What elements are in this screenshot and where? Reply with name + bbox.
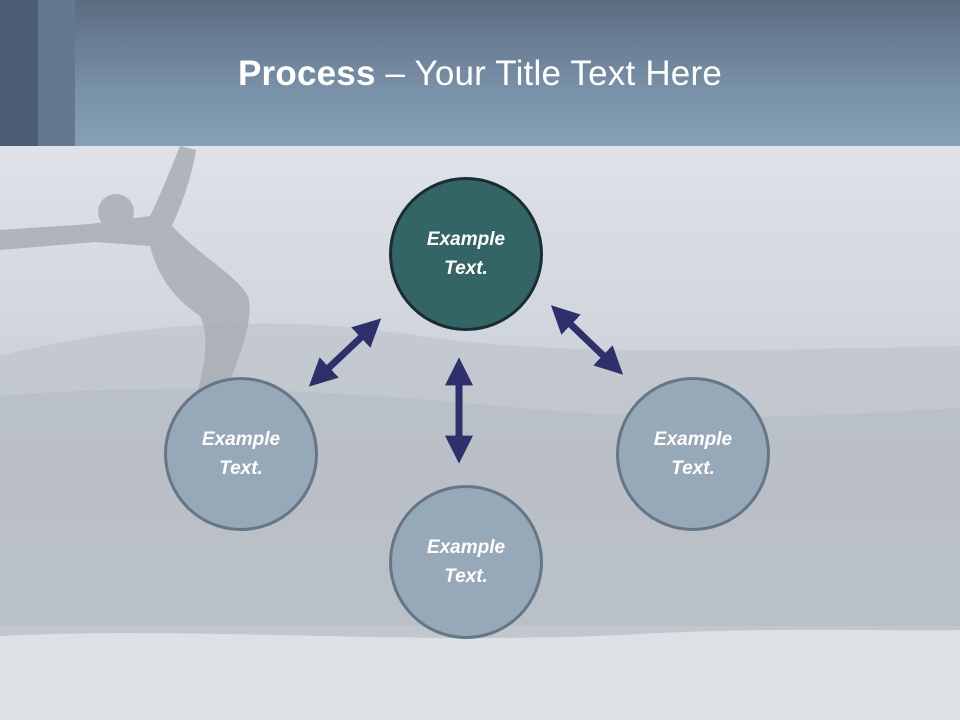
title-bold: Process bbox=[238, 54, 376, 93]
node-right-text: Example Text. bbox=[653, 429, 733, 479]
process-node-bottom[interactable]: Example Text. bbox=[389, 485, 543, 639]
node-bottom-text: Example Text. bbox=[426, 537, 506, 587]
header-accent-block bbox=[0, 0, 38, 146]
double-arrow-left-icon bbox=[308, 318, 382, 387]
title-rest: – Your Title Text Here bbox=[375, 54, 722, 93]
node-center-text: Example Text. bbox=[426, 229, 506, 279]
slide-title[interactable]: Process – Your Title Text Here bbox=[0, 52, 960, 96]
process-node-left[interactable]: Example Text. bbox=[164, 377, 318, 531]
node-left-text: Example Text. bbox=[201, 429, 281, 479]
header-accent-block-light bbox=[38, 0, 75, 146]
process-node-right[interactable]: Example Text. bbox=[616, 377, 770, 531]
double-arrow-right-icon bbox=[550, 305, 624, 375]
process-node-center[interactable]: Example Text. bbox=[389, 177, 543, 331]
title-bar: Process – Your Title Text Here bbox=[0, 0, 960, 146]
